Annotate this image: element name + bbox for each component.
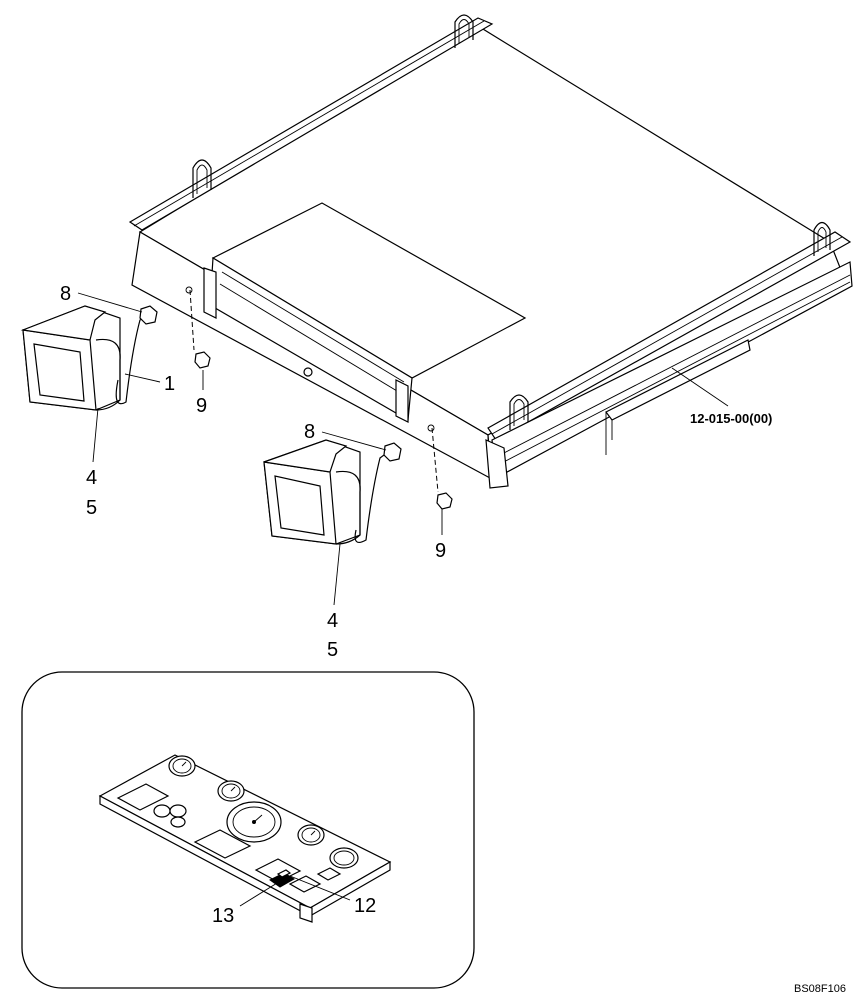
right-work-lamp xyxy=(263,427,453,545)
callouts: 8 1 9 4 5 8 9 4 5 12-015-00(00) xyxy=(60,283,772,661)
leader-lines xyxy=(77,292,729,606)
callout-panel-12: 12 xyxy=(354,895,376,917)
gauge-top xyxy=(168,755,196,777)
callout-left-lamp-a: 4 xyxy=(86,467,97,489)
callout-right-nut: 9 xyxy=(435,540,446,562)
callout-left-bolt: 8 xyxy=(60,283,71,305)
cab-roof xyxy=(128,14,853,489)
callout-right-lamp-b: 5 xyxy=(327,639,338,661)
left-work-lamp xyxy=(20,289,211,411)
reference-callout: 12-015-00(00) xyxy=(690,411,772,426)
drawing-code: BS08F106 xyxy=(794,983,846,995)
callout-right-bolt: 8 xyxy=(304,421,315,443)
gauge-main xyxy=(226,801,282,843)
lifting-eye-left xyxy=(192,159,212,198)
gauge-upper xyxy=(217,780,245,802)
lifting-eye-back xyxy=(454,14,474,48)
callout-left-cable: 1 xyxy=(164,373,175,395)
gauge-right xyxy=(329,847,359,869)
instrument-panel-inset: 13 12 xyxy=(21,671,475,989)
lifting-eye-front xyxy=(509,394,529,430)
callout-left-nut: 9 xyxy=(196,395,207,417)
gauge-lower xyxy=(297,824,325,846)
callout-panel-13: 13 xyxy=(212,905,234,927)
callout-right-lamp-a: 4 xyxy=(327,610,338,632)
roof-hatch xyxy=(203,202,527,423)
lifting-eye-right xyxy=(813,221,831,256)
callout-left-lamp-b: 5 xyxy=(86,497,97,519)
